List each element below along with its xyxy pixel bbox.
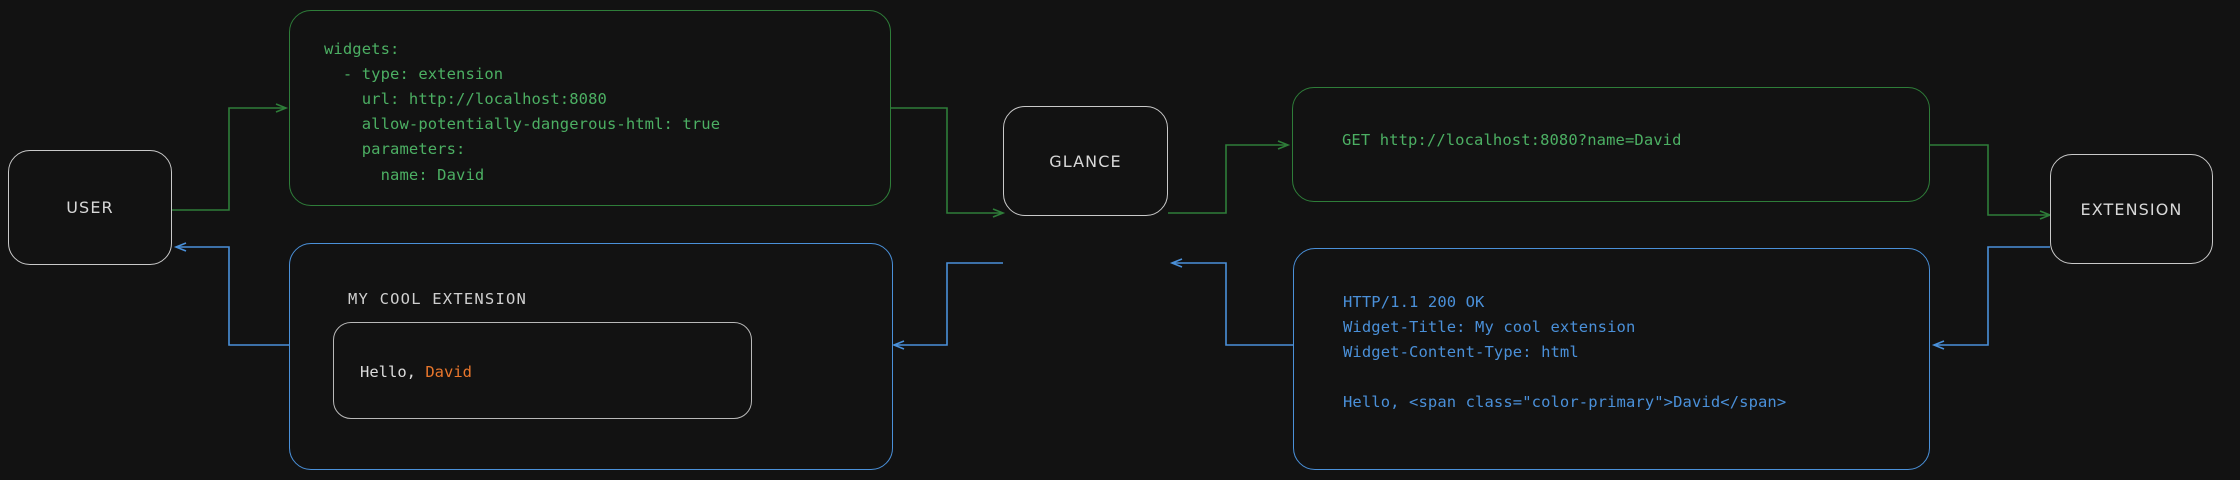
widget-body-prefix: Hello,: [360, 363, 426, 381]
edge-extension-to-response: [1931, 246, 2050, 350]
http-request-box: GET http://localhost:8080?name=David: [1292, 87, 1930, 202]
edge-config-to-glance: [891, 107, 1006, 218]
http-response-box: HTTP/1.1 200 OK Widget-Title: My cool ex…: [1293, 248, 1930, 470]
config-yaml-text: widgets: - type: extension url: http://l…: [324, 40, 721, 184]
node-extension[interactable]: EXTENSION: [2050, 154, 2213, 264]
node-user-label: USER: [66, 198, 114, 217]
edge-glance-to-request: [1168, 140, 1291, 214]
rendered-widget-title: MY COOL EXTENSION: [348, 290, 528, 308]
config-yaml-box: widgets: - type: extension url: http://l…: [289, 10, 891, 206]
rendered-widget-body: Hello, David: [360, 363, 472, 381]
node-user[interactable]: USER: [8, 150, 172, 265]
widget-body-highlight: David: [425, 363, 472, 381]
node-glance-label: GLANCE: [1049, 151, 1122, 171]
edge-user-to-config: [172, 103, 289, 211]
edge-response-to-glance: [1169, 258, 1293, 346]
http-request-text: GET http://localhost:8080?name=David: [1342, 131, 1682, 149]
http-response-text: HTTP/1.1 200 OK Widget-Title: My cool ex…: [1343, 293, 1787, 412]
edge-widget-to-user: [173, 242, 289, 346]
edge-glance-to-widget: [891, 262, 1003, 350]
node-glance[interactable]: GLANCE: [1003, 106, 1168, 216]
rendered-widget-box: MY COOL EXTENSION Hello, David: [289, 243, 893, 470]
node-extension-label: EXTENSION: [2080, 199, 2183, 219]
edge-request-to-extension: [1930, 144, 2053, 220]
rendered-widget-card: Hello, David: [333, 322, 752, 419]
